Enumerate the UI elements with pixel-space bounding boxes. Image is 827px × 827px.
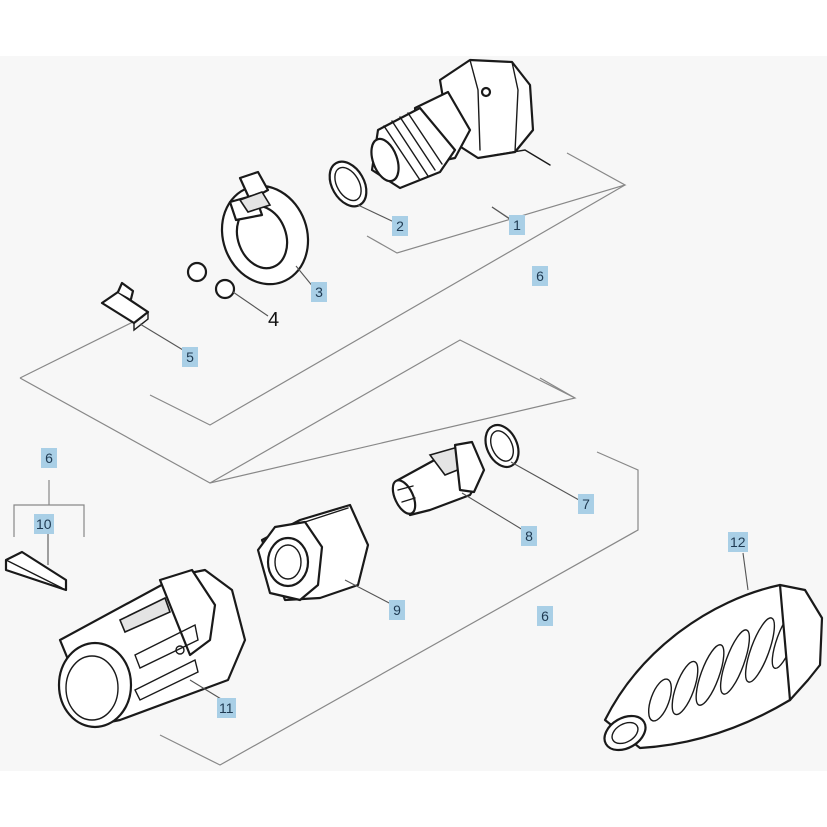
callout-10[interactable]: 10 xyxy=(34,514,54,534)
part-2-o-ring xyxy=(328,160,368,208)
callout-9[interactable]: 9 xyxy=(389,600,405,620)
part-12-rubber-boot xyxy=(603,583,824,752)
part-10-hex-key xyxy=(4,550,68,592)
callout-1[interactable]: 1 xyxy=(509,215,525,235)
part-7-o-ring xyxy=(484,423,520,469)
callout-12[interactable]: 12 xyxy=(728,532,748,552)
label-4[interactable]: 4 xyxy=(268,309,280,331)
callout-8[interactable]: 8 xyxy=(521,526,537,546)
part-1-threaded-fitting xyxy=(370,58,551,190)
part-8-nozzle-insert xyxy=(391,440,486,517)
part-3-clamp-ring xyxy=(220,170,310,286)
callout-3[interactable]: 3 xyxy=(311,282,327,302)
part-9-hex-nut xyxy=(256,503,370,602)
assembly-bracket-lines xyxy=(13,152,639,766)
callout-7[interactable]: 7 xyxy=(578,494,594,514)
leader-lines xyxy=(47,204,749,703)
callout-6-bottom[interactable]: 6 xyxy=(537,606,553,626)
callout-6-top[interactable]: 6 xyxy=(532,266,548,286)
part-4-balls xyxy=(186,261,236,300)
part-5-clip xyxy=(100,281,150,332)
part-11-sleeve-housing xyxy=(57,568,247,729)
callout-11[interactable]: 11 xyxy=(217,698,236,718)
callout-6-left[interactable]: 6 xyxy=(41,448,57,468)
callout-5[interactable]: 5 xyxy=(182,347,198,367)
callout-2[interactable]: 2 xyxy=(392,216,408,236)
